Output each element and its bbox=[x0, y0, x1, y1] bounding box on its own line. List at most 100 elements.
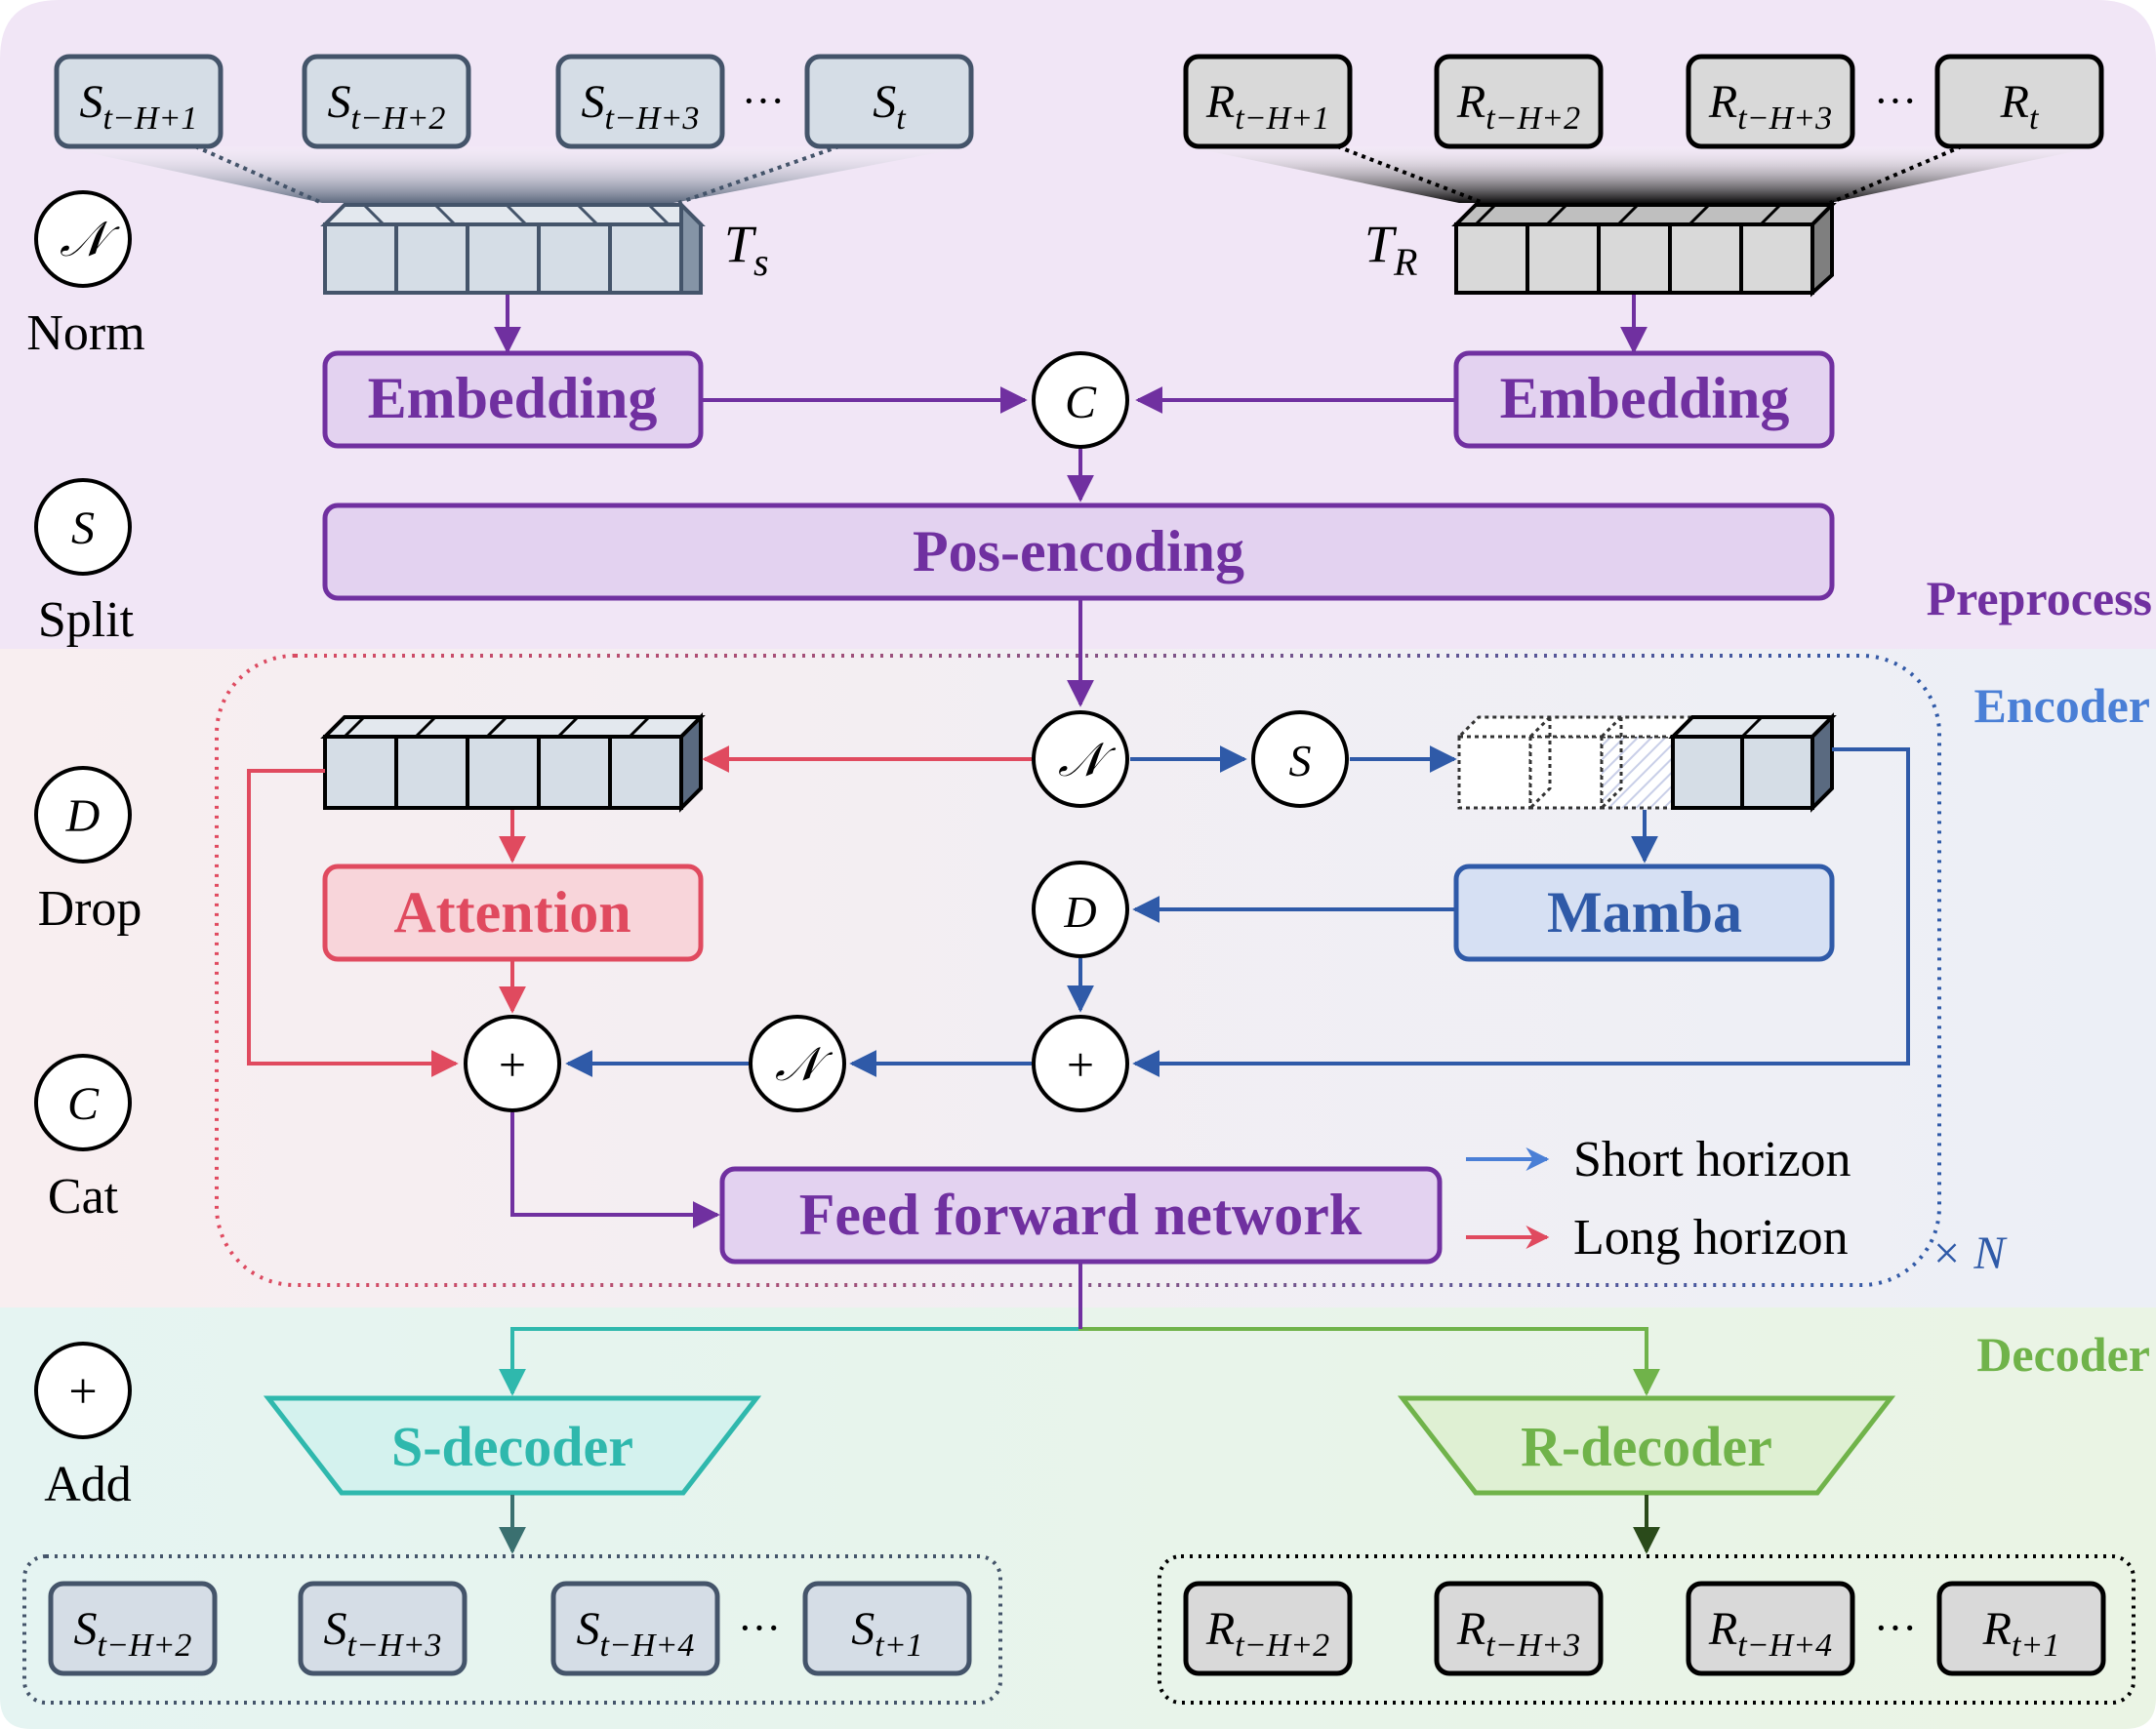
token-base: R bbox=[1456, 76, 1485, 128]
token-sub: t−H+4 bbox=[600, 1628, 695, 1664]
output-token-r: Rt−H+4 bbox=[1686, 1581, 1855, 1676]
r-decoder-block: R-decoder bbox=[1397, 1395, 1896, 1496]
output-tokens-r: Rt−H+2 Rt−H+3 Rt−H+4 ··· Rt+1 bbox=[1183, 1581, 2106, 1676]
cat-op: C bbox=[1032, 351, 1129, 449]
drop-symbol-text: D bbox=[65, 790, 101, 842]
input-token-s: St−H+1 bbox=[54, 54, 224, 149]
embedding-r-label: Embedding bbox=[1500, 366, 1790, 430]
output-group-r bbox=[1158, 1554, 2136, 1705]
input-token-r: Rt−H+1 bbox=[1183, 54, 1353, 149]
svg-text:Rt: Rt bbox=[2000, 76, 2040, 137]
norm-label: Norm bbox=[26, 305, 144, 361]
input-tokens-r: Rt−H+1 Rt−H+2 Rt−H+3 ··· Rt bbox=[1183, 54, 2104, 149]
norm-op-encoder: 𝒩 bbox=[1032, 710, 1129, 808]
input-token-s: St−H+3 bbox=[555, 54, 725, 149]
token-base: S bbox=[582, 76, 605, 128]
arrow-short-residual bbox=[1132, 747, 1910, 1077]
encoder-tensor-long bbox=[320, 712, 706, 813]
output-token-r: Rt−H+3 bbox=[1434, 1581, 1604, 1676]
input-token-r: Rt−H+2 bbox=[1434, 54, 1604, 149]
input-token-s: St−H+2 bbox=[302, 54, 471, 149]
output-token-r: Rt−H+2 bbox=[1183, 1581, 1353, 1676]
token-base: R bbox=[1456, 1603, 1485, 1655]
token-sub: t−H+2 bbox=[1485, 101, 1580, 137]
drop-op-symbol: D bbox=[1063, 887, 1096, 937]
token-base: R bbox=[1708, 76, 1737, 128]
token-base: R bbox=[2000, 76, 2029, 128]
legend-drop: D Drop bbox=[34, 766, 142, 937]
norm-op-middle: 𝒩 bbox=[749, 1015, 846, 1112]
legend-add: + Add bbox=[34, 1342, 132, 1512]
svg-text:Rt−H+3: Rt−H+3 bbox=[1708, 76, 1832, 137]
token-sub: t−H+3 bbox=[1737, 101, 1832, 137]
embedding-s-label: Embedding bbox=[368, 366, 658, 430]
norm-symbol bbox=[34, 190, 132, 288]
svg-text:Rt+1: Rt+1 bbox=[1982, 1603, 2060, 1664]
s-decoder-label: S-decoder bbox=[391, 1415, 633, 1478]
decoder-title: Decoder bbox=[1976, 1327, 2150, 1382]
output-tokens-s: St−H+2 St−H+3 St−H+4 ··· St+1 bbox=[48, 1581, 972, 1676]
token-base: R bbox=[1205, 1603, 1235, 1655]
split-op-symbol: S bbox=[1289, 736, 1312, 785]
svg-text:St−H+2: St−H+2 bbox=[328, 76, 446, 137]
ellipsis: ··· bbox=[1874, 77, 1917, 125]
svg-text:TR: TR bbox=[1364, 215, 1417, 284]
mamba-label: Mamba bbox=[1547, 880, 1742, 945]
token-sub: t−H+3 bbox=[347, 1628, 442, 1664]
tensor-label-sub: s bbox=[753, 240, 769, 284]
token-sub: t−H+3 bbox=[1485, 1628, 1580, 1664]
svg-text:St−H+3: St−H+3 bbox=[324, 1603, 442, 1664]
legend-norm: 𝒩 Norm bbox=[26, 190, 145, 361]
token-base: R bbox=[1982, 1603, 2012, 1655]
input-tokens-s: St−H+1 St−H+2 St−H+3 ··· St bbox=[54, 54, 974, 149]
add-op-left-symbol: + bbox=[499, 1037, 526, 1092]
pos-encoding-label: Pos-encoding bbox=[913, 519, 1244, 583]
token-sub: t−H+2 bbox=[1235, 1628, 1329, 1664]
encoder-frame bbox=[215, 654, 1941, 1287]
cat-symbol-text: C bbox=[67, 1078, 100, 1130]
tensor-label-base: T bbox=[1364, 215, 1398, 273]
token-base: S bbox=[328, 76, 351, 128]
input-token-r: Rt−H+3 bbox=[1686, 54, 1855, 149]
repeat-count: × N bbox=[1931, 1227, 2008, 1279]
svg-text:Rt−H+2: Rt−H+2 bbox=[1456, 76, 1580, 137]
operation-legend: 𝒩 Norm S Split D Drop C Cat + Add bbox=[26, 190, 145, 1512]
drop-label: Drop bbox=[38, 881, 142, 937]
token-sub: t−H+4 bbox=[1737, 1628, 1832, 1664]
svg-text:St−H+3: St−H+3 bbox=[582, 76, 700, 137]
token-base: S bbox=[80, 76, 103, 128]
ffn-label: Feed forward network bbox=[799, 1183, 1363, 1247]
embedding-r-block: Embedding bbox=[1453, 350, 1835, 449]
input-funnel-s bbox=[59, 144, 971, 205]
tensor-r: TR bbox=[1364, 200, 1837, 298]
tensor-label-base: T bbox=[724, 215, 757, 273]
legend-split: S Split bbox=[34, 478, 135, 648]
input-token-r: Rt bbox=[1934, 54, 2104, 149]
output-token-s: St−H+3 bbox=[298, 1581, 468, 1676]
add-op-left: + bbox=[464, 1015, 561, 1112]
svg-text:Ts: Ts bbox=[724, 215, 769, 284]
output-token-s: St−H+2 bbox=[48, 1581, 218, 1676]
attention-block: Attention bbox=[322, 864, 704, 962]
add-symbol-text: + bbox=[68, 1364, 97, 1420]
token-sub: t−H+3 bbox=[605, 101, 700, 137]
encoder-tensor-short bbox=[1455, 712, 1837, 813]
svg-text:St−H+2: St−H+2 bbox=[74, 1603, 192, 1664]
tensor-label-sub: R bbox=[1393, 240, 1417, 284]
drop-op: D bbox=[1032, 861, 1129, 958]
token-base: R bbox=[1205, 76, 1235, 128]
token-sub: t+1 bbox=[2012, 1628, 2059, 1664]
s-decoder-block: S-decoder bbox=[263, 1395, 762, 1496]
svg-text:Rt−H+3: Rt−H+3 bbox=[1456, 1603, 1580, 1664]
token-base: S bbox=[873, 76, 896, 128]
cat-label: Cat bbox=[48, 1169, 119, 1225]
token-sub: t−H+1 bbox=[103, 101, 198, 137]
svg-text:St−H+1: St−H+1 bbox=[80, 76, 198, 137]
pos-encoding-block: Pos-encoding bbox=[322, 503, 1835, 601]
ffn-block: Feed forward network bbox=[719, 1166, 1443, 1265]
arrow-add-to-ffn bbox=[510, 1112, 720, 1228]
token-sub: t−H+2 bbox=[351, 101, 446, 137]
svg-text:Rt−H+2: Rt−H+2 bbox=[1205, 1603, 1329, 1664]
token-sub: t−H+2 bbox=[98, 1628, 192, 1664]
